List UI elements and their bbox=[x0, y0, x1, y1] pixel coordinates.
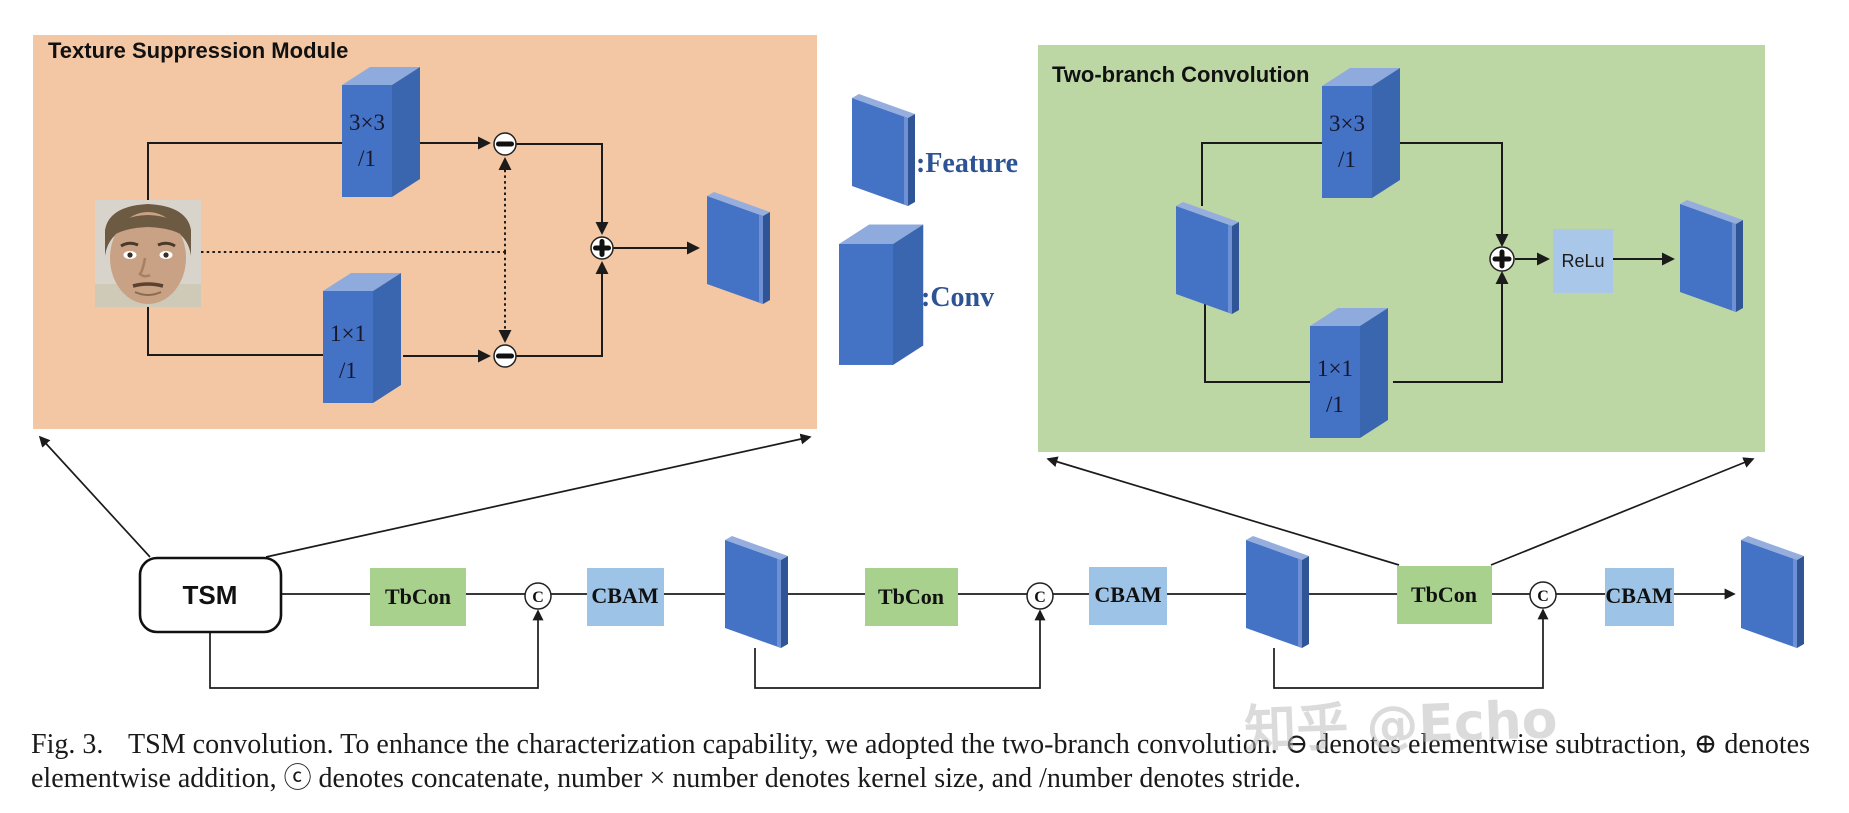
cbam-box-2 bbox=[1089, 567, 1167, 625]
face-input-image bbox=[95, 200, 201, 307]
legend-conv-label: :Conv bbox=[921, 282, 994, 313]
tbcon-box-1 bbox=[370, 568, 466, 626]
cbam-label-2: CBAM bbox=[1094, 582, 1161, 607]
tsm-module-title: Texture Suppression Module bbox=[48, 38, 348, 63]
concat-icon-2 bbox=[1026, 582, 1054, 610]
tbcon-box-2 bbox=[865, 568, 958, 626]
pipeline-feature-2 bbox=[1246, 536, 1309, 648]
caption-figure-number: Fig. 3. bbox=[31, 729, 103, 760]
leader-tsm-right bbox=[265, 433, 812, 558]
tbc-conv-1x1-block: 1×1 /1 bbox=[1310, 308, 1388, 438]
pipeline-feature-output bbox=[1741, 536, 1804, 648]
tbcon-label-3: TbCon bbox=[1411, 582, 1477, 607]
concat-label-1: C bbox=[532, 589, 544, 606]
tbc-wire-conv1-to-plus bbox=[1393, 271, 1509, 383]
two-branch-convolution-module: Two-branch Convolution 3×3 /1 1×1 /1 bbox=[1038, 45, 1765, 452]
tsm-wire-input-bottom bbox=[147, 307, 323, 356]
legend-conv-icon bbox=[839, 224, 924, 365]
tbc-wire-input-bottom bbox=[1204, 302, 1310, 383]
tbc-conv-3x3-stride: /1 bbox=[1338, 147, 1356, 172]
skip-loop-3 bbox=[1273, 608, 1549, 689]
legend: :Feature :Conv bbox=[839, 94, 1018, 365]
tsm-output-feature bbox=[707, 192, 770, 304]
tbcon-label-1: TbCon bbox=[385, 584, 451, 609]
concat-label-3: C bbox=[1537, 588, 1549, 605]
relu-box bbox=[1553, 229, 1613, 293]
cbam-label-3: CBAM bbox=[1605, 583, 1672, 608]
tsm-pipeline-label: TSM bbox=[183, 580, 238, 610]
cbam-box-3 bbox=[1605, 568, 1674, 626]
legend-feature-label: :Feature bbox=[916, 148, 1018, 179]
relu-label: ReLu bbox=[1561, 251, 1604, 271]
tsm-pipeline-box bbox=[138, 556, 283, 634]
pipeline-feature-1 bbox=[725, 536, 788, 648]
tsm-conv-1x1-kernel: 1×1 bbox=[330, 321, 366, 346]
legend-feature-icon bbox=[852, 94, 915, 206]
tsm-conv-1x1-stride: /1 bbox=[339, 358, 357, 383]
concat-icon-3 bbox=[1529, 581, 1557, 609]
skip-loop-1 bbox=[209, 609, 544, 689]
texture-suppression-module: Texture Suppression Module bbox=[33, 35, 817, 429]
tbc-wire-input-top bbox=[1201, 142, 1322, 206]
tsm-conv-3x3-block: 3×3 /1 bbox=[342, 67, 420, 197]
tsm-wire-minus-to-plus-top bbox=[516, 143, 609, 235]
tbcon-label-2: TbCon bbox=[878, 584, 944, 609]
skip-loop-2 bbox=[754, 609, 1046, 689]
tsm-conv-3x3-kernel: 3×3 bbox=[349, 110, 385, 135]
leader-tbc-left bbox=[1046, 456, 1400, 566]
pipeline: TSM TbCon C CBAM TbCon C CBAM TbCon C CB… bbox=[138, 536, 1804, 689]
tbcon-box-3 bbox=[1397, 566, 1492, 624]
leader-tbc-right bbox=[1490, 457, 1755, 566]
watermark: 知乎 @Echo bbox=[1243, 690, 1558, 761]
tsm-wire-minus-to-plus-bottom bbox=[516, 261, 609, 357]
tsm-conv-3x3-stride: /1 bbox=[358, 146, 376, 171]
tsm-conv-1x1-block: 1×1 /1 bbox=[323, 273, 401, 403]
tbc-module-title: Two-branch Convolution bbox=[1052, 62, 1309, 87]
tbc-conv-1x1-kernel: 1×1 bbox=[1317, 356, 1353, 381]
tbc-conv-3x3-kernel: 3×3 bbox=[1329, 111, 1365, 136]
caption-line-2: elementwise addition, ⓒ denotes concaten… bbox=[31, 762, 1301, 794]
tbc-input-feature bbox=[1176, 202, 1239, 314]
leader-tsm-left bbox=[38, 435, 151, 558]
caption-line-1: TSM convolution. To enhance the characte… bbox=[128, 729, 1810, 760]
tsm-wire-input-top bbox=[147, 142, 342, 200]
cbam-label-1: CBAM bbox=[591, 583, 658, 608]
elementwise-subtract-top-icon bbox=[493, 132, 517, 156]
concat-icon-1 bbox=[524, 582, 552, 610]
elementwise-add-icon bbox=[590, 236, 614, 260]
concat-label-2: C bbox=[1034, 589, 1046, 606]
tbc-output-feature bbox=[1680, 200, 1743, 312]
tbc-module-panel bbox=[1038, 45, 1765, 452]
tbc-elementwise-add-icon bbox=[1489, 246, 1515, 272]
elementwise-subtract-bottom-icon bbox=[493, 344, 517, 368]
cbam-box-1 bbox=[587, 568, 664, 626]
tbc-conv-1x1-stride: /1 bbox=[1326, 392, 1344, 417]
tbc-conv-3x3-block: 3×3 /1 bbox=[1322, 68, 1400, 198]
tbc-wire-conv3-to-plus bbox=[1398, 142, 1509, 247]
